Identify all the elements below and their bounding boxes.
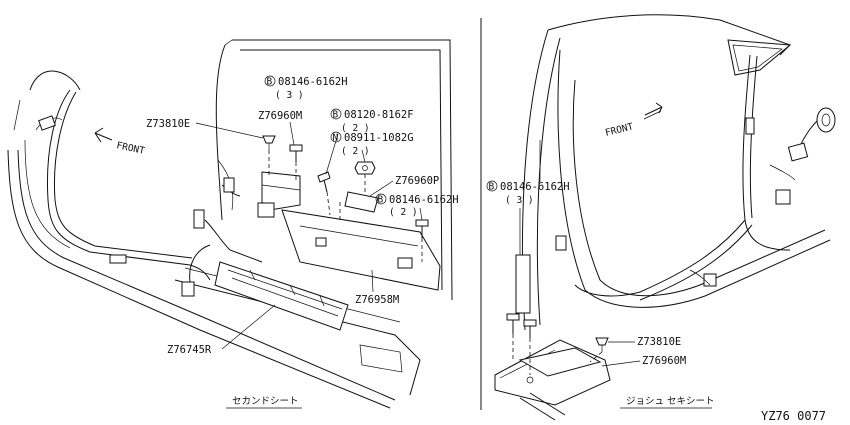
callout-z73810e-right: Z73810E [637,336,681,348]
callout-b08146-top: B 08146-6162H ( 3 ) [264,75,348,101]
callout-z76960m: Z76960M [258,110,302,122]
bolt-icon [523,319,537,338]
bolt-symbol-b: B [333,110,339,121]
bolt-symbol-b: B [489,182,495,193]
left-front-indicator: FRONT [94,127,146,157]
bolt-icon [289,144,303,162]
left-wire-harness [35,89,263,297]
callout-b08120: B 08120-8162F ( 2 ) [325,108,414,175]
right-front-label: FRONT [604,121,635,139]
right-front-indicator: FRONT [604,102,663,139]
quantity: ( 3 ) [275,90,304,101]
quantity: ( 2 ) [341,146,370,157]
left-fasteners [262,135,429,262]
part-code: 08911-1082G [344,132,414,144]
quantity: ( 3 ) [505,195,534,206]
callout-z76745r: Z76745R [167,344,212,356]
part-code: 08146-6162H [389,194,459,206]
nut-symbol-n: N [333,133,339,144]
right-wire-harness [555,54,836,301]
part-code: 08146-6162H [278,76,348,88]
clip-icon [595,337,609,352]
right-panel: FRONT [486,14,836,421]
left-callouts: Z73810E Z76960M B 08146-6162H ( 3 ) B 08… [146,75,459,356]
left-caption: セカンドシート [226,396,302,409]
callout-z76960p: Z76960P [395,175,439,187]
bolt-icon [415,219,429,238]
bolt-symbol-b: B [378,195,384,206]
caption-passenger-seat: ジョシュ セキシート [626,396,715,407]
callout-z76958m: Z76958M [355,294,399,306]
left-panel: FRONT [7,39,459,409]
callout-z73810e: Z73810E [146,118,190,130]
left-front-label: FRONT [115,140,146,157]
callout-b08146-right: B 08146-6162H ( 2 ) [375,193,459,221]
quantity: ( 2 ) [341,123,370,134]
quantity: ( 2 ) [389,207,418,218]
nut-icon [354,161,376,175]
callout-b08146-right-panel: B 08146-6162H ( 3 ) [486,140,570,255]
part-code: 08146-6162H [500,181,570,193]
right-body-outline [494,14,831,421]
caption-second-seat: セカンドシート [232,396,299,407]
right-caption: ジョシュ セキシート [620,396,715,409]
diagram-code: YZ76 0077 [761,409,826,423]
callout-n08911: N 08911-1082G ( 2 ) [330,131,414,163]
bolt-icon [506,313,520,334]
clip-icon [262,135,276,150]
left-parts [214,171,441,331]
right-parts [506,254,609,384]
part-code: 08120-8162F [344,109,414,121]
bolt-icon [317,171,331,193]
right-callouts: B 08146-6162H ( 3 ) Z73810E Z76960M [486,140,686,367]
callout-z76960m-right: Z76960M [642,355,686,367]
bolt-symbol-b: B [267,77,273,88]
spacer-collar [515,254,531,314]
